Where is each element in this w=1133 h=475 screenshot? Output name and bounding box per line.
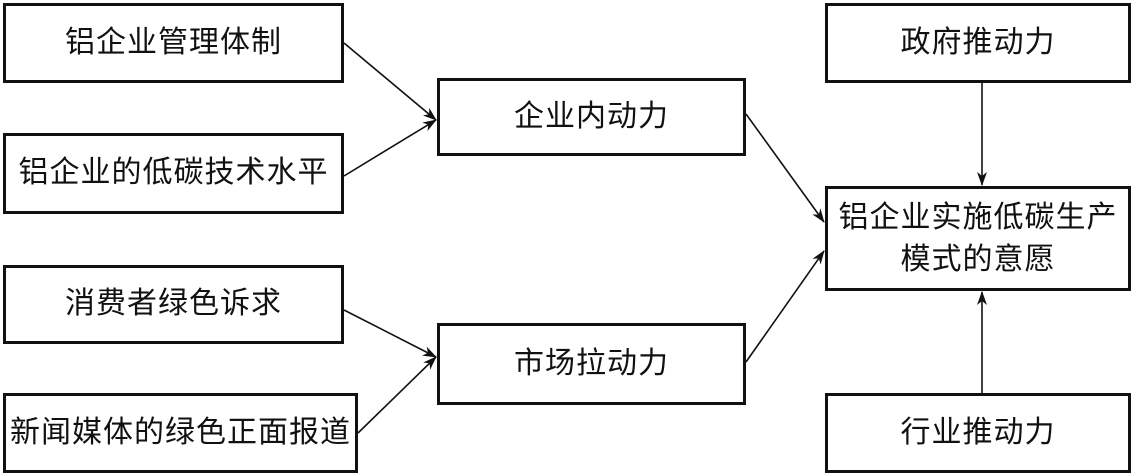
node-target-willingness-label: 铝企业实施低碳生产 模式的意愿 xyxy=(838,199,1118,277)
node-consumer-demand-label: 消费者绿色诉求 xyxy=(65,286,282,322)
node-management-system: 铝企业管理体制 xyxy=(3,3,344,83)
node-market-pull: 市场拉动力 xyxy=(437,323,746,405)
arrow-market-to-target xyxy=(745,250,825,363)
node-media-report-label: 新闻媒体的绿色正面报道 xyxy=(10,414,351,450)
node-consumer-demand: 消费者绿色诉求 xyxy=(3,265,344,344)
arrow-tech-to-internal xyxy=(343,119,437,177)
node-tech-level: 铝企业的低碳技术水平 xyxy=(3,133,344,214)
arrow-consumer-to-market xyxy=(343,309,437,358)
arrow-management-to-internal xyxy=(343,42,437,121)
node-industry-push: 行业推动力 xyxy=(825,393,1131,473)
node-gov-push-label: 政府推动力 xyxy=(900,24,1056,60)
node-tech-level-label: 铝企业的低碳技术水平 xyxy=(18,155,329,191)
node-market-pull-label: 市场拉动力 xyxy=(514,345,669,381)
arrow-media-to-market xyxy=(357,356,437,434)
node-internal-driver: 企业内动力 xyxy=(437,78,746,156)
node-industry-push-label: 行业推动力 xyxy=(900,414,1056,450)
node-internal-driver-label: 企业内动力 xyxy=(514,98,669,134)
node-gov-push: 政府推动力 xyxy=(825,3,1131,83)
arrow-internal-to-target xyxy=(745,113,825,223)
node-target-willingness: 铝企业实施低碳生产 模式的意愿 xyxy=(825,186,1131,291)
node-management-system-label: 铝企业管理体制 xyxy=(65,24,282,60)
node-media-report: 新闻媒体的绿色正面报道 xyxy=(3,393,358,473)
